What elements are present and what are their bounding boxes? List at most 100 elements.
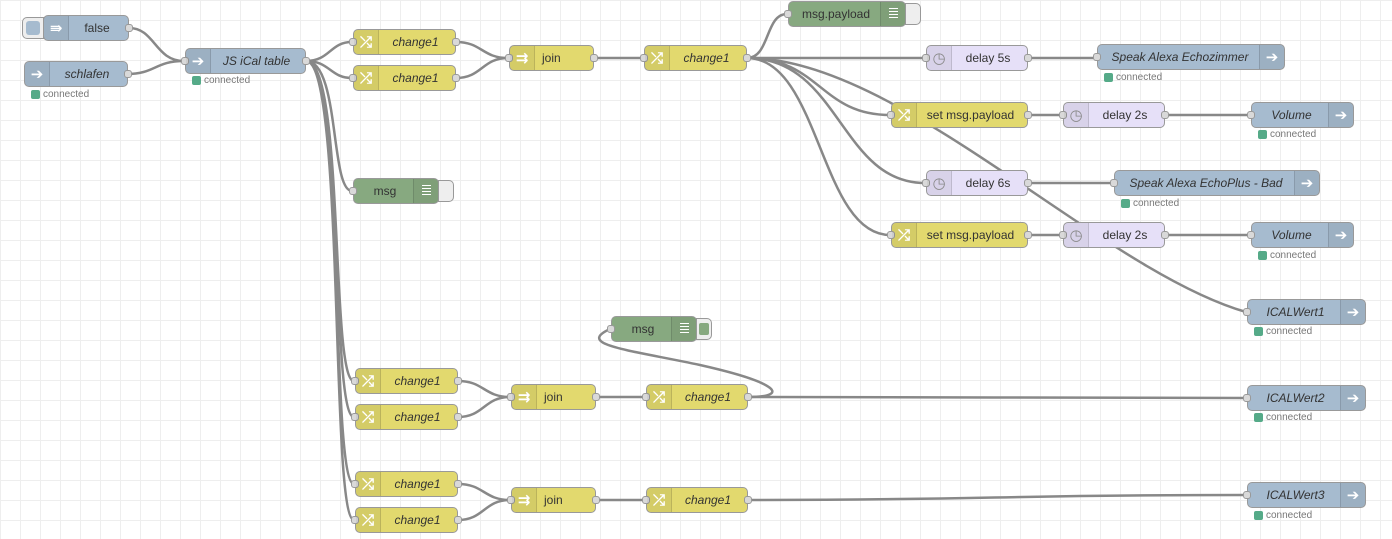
output-port[interactable]	[743, 54, 751, 62]
delay-node-2s[interactable]: ◷ delay 2s	[1059, 102, 1169, 128]
node-label: set msg.payload	[926, 228, 1015, 242]
ical-wert-node[interactable]: ICALWert1 ➔	[1243, 299, 1366, 325]
join-node[interactable]: ⇉ join	[507, 487, 600, 513]
alexa-volume-node[interactable]: Volume ➔	[1247, 102, 1354, 128]
input-port[interactable]	[349, 74, 357, 82]
output-port[interactable]	[302, 57, 310, 65]
delay-node-5s[interactable]: ◷ delay 5s	[922, 45, 1032, 71]
change-node[interactable]: ⤮ change1	[351, 404, 462, 430]
join-icon: ⇉	[512, 488, 537, 512]
node-label: delay 2s	[1102, 228, 1148, 242]
input-port[interactable]	[887, 111, 895, 119]
input-port[interactable]	[922, 54, 930, 62]
output-port[interactable]	[452, 38, 460, 46]
wire	[457, 379, 511, 399]
alexa-speak-echozimmer[interactable]: Speak Alexa Echozimmer ➔	[1093, 44, 1285, 70]
timer-icon: ◷	[927, 171, 952, 195]
input-port[interactable]	[1243, 491, 1251, 499]
ical-wert-node[interactable]: ICALWert2 ➔	[1243, 385, 1366, 411]
change-node[interactable]: ⤮ change1	[640, 45, 751, 71]
debug-toggle-button[interactable]	[905, 3, 921, 25]
debug-node-msg[interactable]: msg	[607, 316, 712, 342]
inject-node-false[interactable]: ⇛ false	[22, 15, 133, 41]
change-node-set-payload[interactable]: ⤮ set msg.payload	[887, 102, 1032, 128]
output-port[interactable]	[1024, 111, 1032, 119]
node-label: join	[544, 390, 563, 404]
input-port[interactable]	[1247, 111, 1255, 119]
input-port[interactable]	[1059, 231, 1067, 239]
output-port[interactable]	[1024, 54, 1032, 62]
debug-list-icon	[671, 317, 696, 341]
change-node[interactable]: ⤮ change1	[349, 29, 460, 55]
input-port[interactable]	[1243, 308, 1251, 316]
input-port[interactable]	[784, 10, 792, 18]
output-port[interactable]	[454, 516, 462, 524]
input-port[interactable]	[887, 231, 895, 239]
input-port[interactable]	[507, 393, 515, 401]
input-port[interactable]	[607, 325, 615, 333]
input-port[interactable]	[349, 38, 357, 46]
output-port[interactable]	[124, 70, 132, 78]
input-port[interactable]	[505, 54, 513, 62]
input-port[interactable]	[349, 187, 357, 195]
change-node[interactable]: ⤮ change1	[349, 65, 460, 91]
change-node[interactable]: ⤮ change1	[351, 471, 462, 497]
arrow-out-icon: ➔	[1340, 386, 1365, 410]
delay-node-2s[interactable]: ◷ delay 2s	[1059, 222, 1169, 248]
input-port[interactable]	[1110, 179, 1118, 187]
delay-node-6s[interactable]: ◷ delay 6s	[922, 170, 1032, 196]
join-icon: ⇉	[510, 46, 535, 70]
input-port[interactable]	[351, 516, 359, 524]
input-port[interactable]	[922, 179, 930, 187]
change-node[interactable]: ⤮ change1	[642, 487, 752, 513]
change-node-set-payload[interactable]: ⤮ set msg.payload	[887, 222, 1032, 248]
change-node[interactable]: ⤮ change1	[351, 368, 462, 394]
output-port[interactable]	[125, 24, 133, 32]
output-port[interactable]	[452, 74, 460, 82]
output-port[interactable]	[592, 393, 600, 401]
input-port[interactable]	[507, 496, 515, 504]
alexa-speak-echoplus[interactable]: Speak Alexa EchoPlus - Bad ➔	[1110, 170, 1320, 196]
input-port[interactable]	[181, 57, 189, 65]
alexa-trigger-schlafen[interactable]: ➔ schlafen	[24, 61, 132, 87]
input-port[interactable]	[1247, 231, 1255, 239]
output-port[interactable]	[1024, 179, 1032, 187]
ical-wert-node[interactable]: ICALWert3 ➔	[1243, 482, 1366, 508]
arrow-out-icon: ➔	[1328, 103, 1353, 127]
debug-toggle-button[interactable]	[438, 180, 454, 202]
output-port[interactable]	[454, 480, 462, 488]
output-port[interactable]	[454, 377, 462, 385]
output-port[interactable]	[454, 413, 462, 421]
alexa-volume-node[interactable]: Volume ➔	[1247, 222, 1354, 248]
join-node[interactable]: ⇉ join	[505, 45, 598, 71]
output-port[interactable]	[744, 393, 752, 401]
ical-table-node[interactable]: ➔ JS iCal table	[181, 48, 310, 74]
input-port[interactable]	[351, 480, 359, 488]
input-port[interactable]	[642, 496, 650, 504]
inject-trigger-button[interactable]	[22, 17, 44, 39]
timer-icon: ◷	[1064, 223, 1089, 247]
status-dot-icon	[1104, 73, 1113, 82]
input-port[interactable]	[351, 413, 359, 421]
shuffle-icon: ⤮	[892, 223, 917, 247]
change-node[interactable]: ⤮ change1	[642, 384, 752, 410]
join-node[interactable]: ⇉ join	[507, 384, 600, 410]
output-port[interactable]	[744, 496, 752, 504]
output-port[interactable]	[1161, 111, 1169, 119]
input-port[interactable]	[642, 393, 650, 401]
debug-node-payload[interactable]: msg.payload	[784, 1, 921, 27]
input-port[interactable]	[1243, 394, 1251, 402]
output-port[interactable]	[592, 496, 600, 504]
debug-toggle-button[interactable]	[696, 318, 712, 340]
output-port[interactable]	[590, 54, 598, 62]
input-port[interactable]	[1059, 111, 1067, 119]
input-port[interactable]	[640, 54, 648, 62]
input-port[interactable]	[351, 377, 359, 385]
change-node[interactable]: ⤮ change1	[351, 507, 462, 533]
status-dot-icon	[1254, 511, 1263, 520]
output-port[interactable]	[1161, 231, 1169, 239]
output-port[interactable]	[1024, 231, 1032, 239]
debug-node-msg[interactable]: msg	[349, 178, 454, 204]
input-port[interactable]	[1093, 53, 1101, 61]
